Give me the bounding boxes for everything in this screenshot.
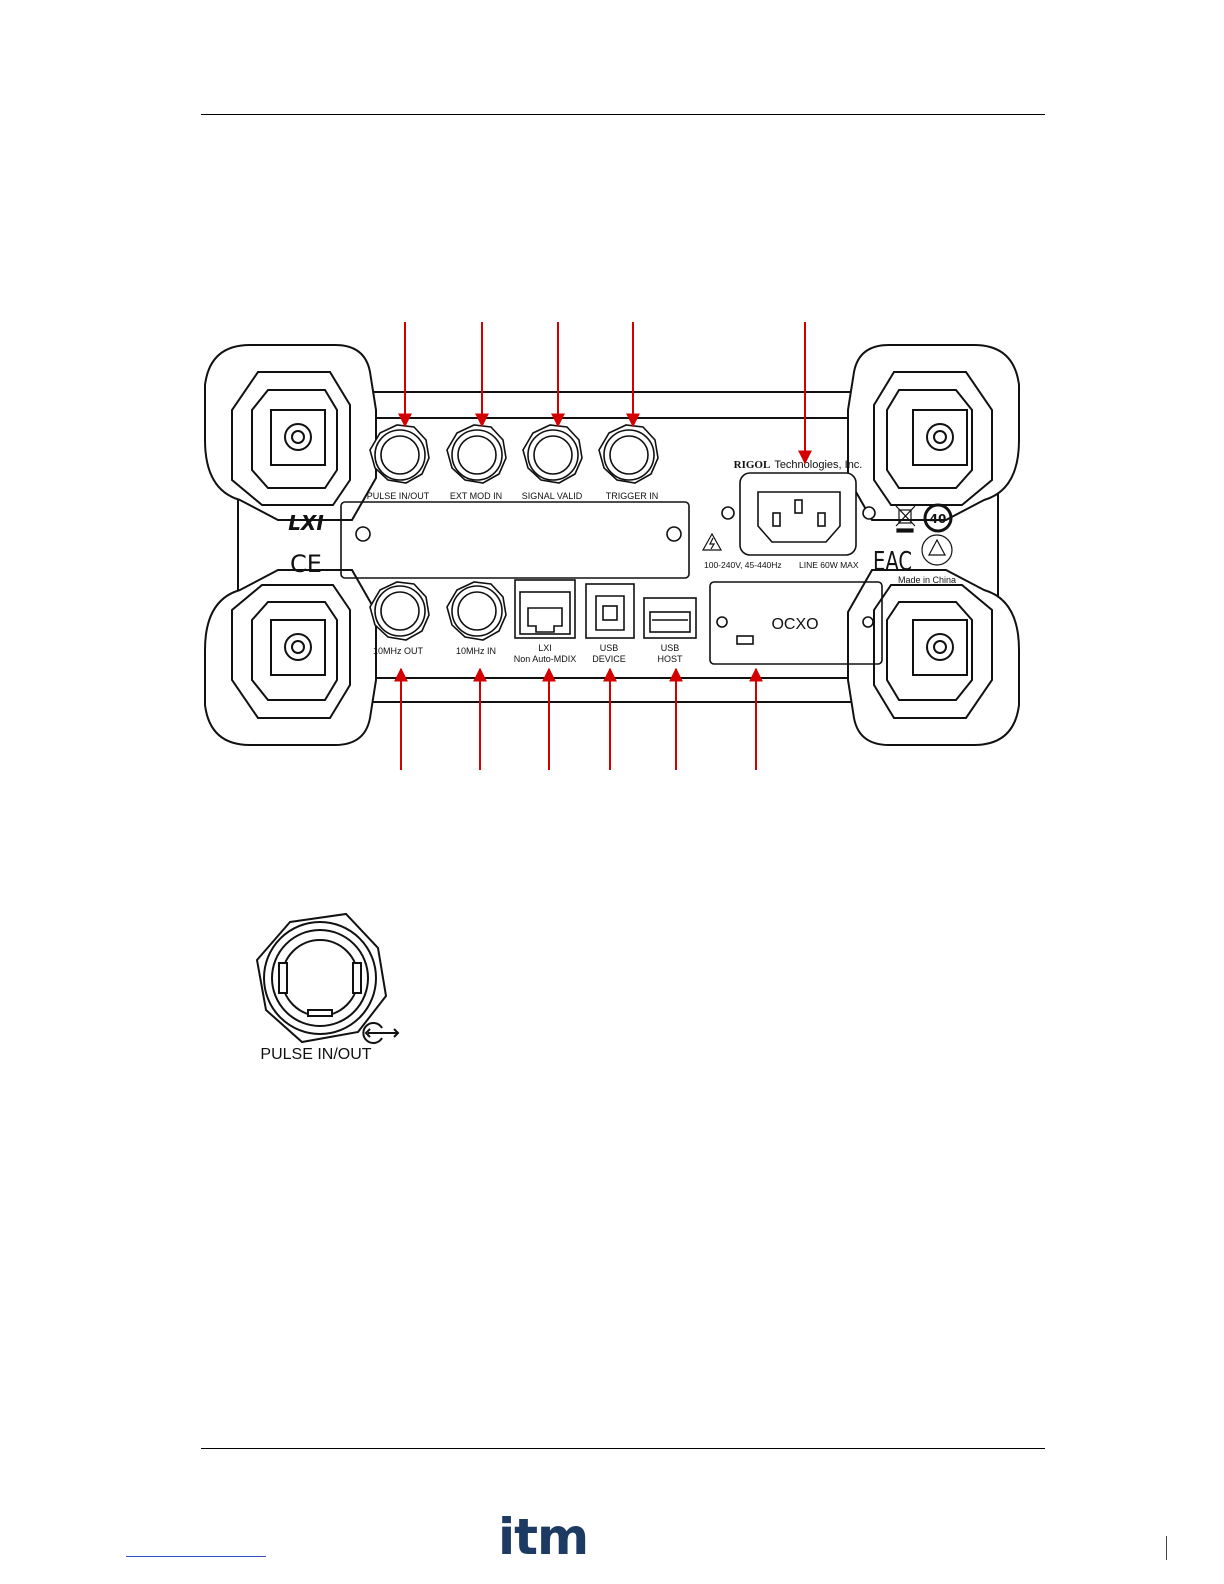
pulse-connector-detail: PULSE IN/OUT xyxy=(0,0,1224,1100)
footer-rule xyxy=(201,1448,1045,1449)
detail-label: PULSE IN/OUT xyxy=(260,1046,371,1063)
footer-link-underline[interactable] xyxy=(126,1556,266,1557)
itm-logo: itm xyxy=(498,1512,588,1562)
page-number-divider xyxy=(1166,1536,1167,1560)
bidirectional-signal-icon xyxy=(363,1023,398,1043)
